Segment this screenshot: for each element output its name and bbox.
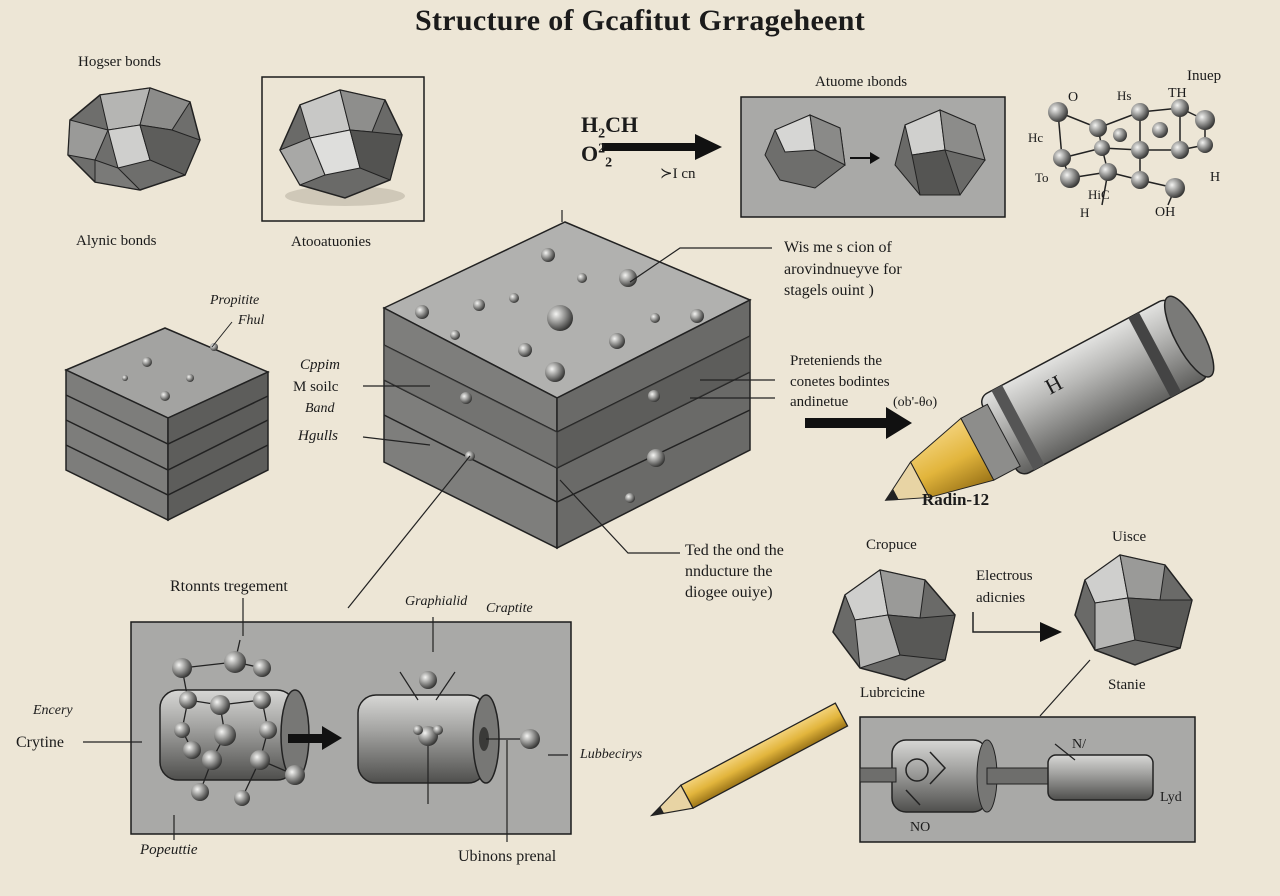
- label-uisce: Uisce: [1112, 529, 1147, 545]
- panel-leader-lines: [83, 598, 568, 842]
- molecule-atoms: [1048, 99, 1215, 198]
- arrow-to-pencil: [805, 407, 912, 439]
- yellow-pencil: [649, 702, 849, 817]
- mol-label-th: TH: [1168, 86, 1187, 101]
- crystal-boxed: [279, 89, 405, 206]
- formula-arrow: [602, 134, 722, 160]
- label-n: N/: [1072, 737, 1086, 752]
- formula-sup-2: 2: [598, 141, 606, 157]
- label-craptite: Craptite: [486, 601, 533, 616]
- label-hogser-bonds: Hogser bonds: [78, 54, 161, 70]
- panel-crystal-left: [764, 114, 846, 189]
- label-stanie: Stanie: [1108, 677, 1146, 693]
- leader-propitite: [211, 321, 233, 348]
- cylinder-left-balls: [172, 651, 305, 806]
- label-electrous-line-1: Electrous: [976, 568, 1033, 584]
- formula-sub-2: 2: [605, 155, 613, 171]
- large-layered-block: [382, 221, 752, 550]
- label-wis-line-2: arovindnueyve for: [784, 261, 902, 278]
- label-m-soilc: M soilc: [293, 379, 339, 395]
- mol-label-o: O: [1068, 90, 1079, 105]
- cylinder-right: [357, 671, 540, 804]
- mol-label-hs: Hs: [1117, 88, 1132, 103]
- label-no: NO: [910, 820, 931, 835]
- label-encery: Encery: [33, 703, 73, 718]
- label-lubbecirys: Lubbecirys: [580, 747, 643, 762]
- label-electrous-line-2: adicnies: [976, 590, 1026, 606]
- small-layered-block: [64, 327, 270, 522]
- crystal-uisce: [1074, 554, 1193, 666]
- label-wis-line-1: Wis me s cion of: [784, 239, 892, 256]
- label-propitite: Propitite: [210, 293, 260, 308]
- formula-sub-1: 2: [598, 126, 606, 142]
- label-alynic-bonds: Alynic bonds: [76, 233, 157, 249]
- mol-label-h: H: [1080, 205, 1090, 220]
- shaft-assembly: [859, 739, 1154, 813]
- label-ted-line-3: diogee ouiye): [685, 584, 773, 601]
- mol-label-hic: HiC: [1088, 187, 1110, 202]
- label-pre-paren: (ob'-θo): [893, 395, 938, 410]
- label-rtonnts: Rtonnts tregement: [170, 578, 288, 595]
- mol-label-h-right: H: [1210, 170, 1221, 185]
- label-cppim: Cppim: [300, 357, 341, 373]
- label-atomic-bonds: Atuome ıbonds: [815, 74, 908, 90]
- label-wis-line-3: stagels ouint ): [784, 282, 874, 299]
- big-pencil: [884, 295, 1215, 501]
- label-lubrcicine: Lubrcicine: [860, 685, 925, 701]
- leader-stanie: [1039, 659, 1091, 717]
- mol-label-hc: Hc: [1028, 130, 1044, 145]
- label-pre-line-1: Preteniends the: [790, 353, 883, 369]
- crystal-cropuce: [832, 569, 956, 681]
- label-fhul: Fhul: [238, 313, 265, 328]
- mol-label-to: To: [1035, 170, 1049, 185]
- label-pre-line-2: conetes bodintes: [790, 374, 890, 390]
- label-ubinons: Ubinons prenal: [458, 848, 557, 865]
- label-inuep: Inuep: [1187, 68, 1222, 84]
- page-title: Structure of Gcafitut Grrageheent: [414, 4, 866, 37]
- label-lyd: Lyd: [1160, 790, 1182, 805]
- label-cropuce: Cropuce: [866, 537, 917, 553]
- formula-ch: CH: [605, 112, 639, 137]
- label-popeuttie: Popeuttie: [140, 842, 198, 858]
- electrons-arrow: [972, 612, 1062, 642]
- block-leader-lines: [347, 210, 775, 609]
- label-pre-line-3: andinetue: [790, 394, 849, 410]
- label-ted-line-2: nnducture the: [685, 563, 773, 580]
- formula-o: O: [581, 141, 599, 167]
- block-surface-dots: [415, 248, 704, 503]
- panel-arrow: [850, 152, 880, 164]
- mol-label-oh: OH: [1155, 205, 1176, 220]
- label-band: Band: [305, 401, 335, 416]
- panel-crystal-right: [894, 109, 986, 196]
- label-arrow-caption: ≻I cn: [660, 166, 696, 182]
- label-crytine: Crytine: [16, 734, 64, 751]
- label-atooatuonies: Atooatuonies: [291, 234, 371, 250]
- chemical-formula: H2CH O22: [581, 113, 638, 171]
- crystal-cluster-top-left: [67, 87, 201, 191]
- label-ted-line-1: Ted the ond the: [685, 542, 784, 559]
- label-radin: Radin-12: [922, 490, 990, 509]
- formula-h: H: [581, 112, 599, 137]
- label-hgulls: Hgulls: [298, 428, 339, 444]
- cylinder-arrow: [288, 726, 342, 750]
- label-graphialid: Graphialid: [405, 594, 468, 609]
